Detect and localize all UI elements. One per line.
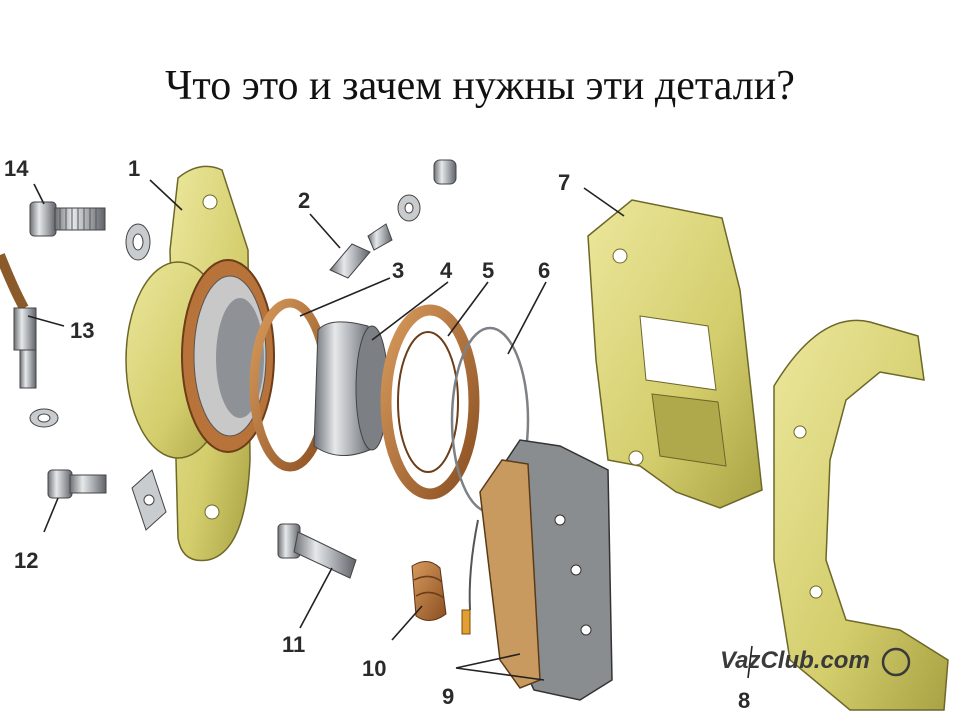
bolt-12 xyxy=(47,469,107,499)
label-10: 10 xyxy=(362,656,386,681)
label-9: 9 xyxy=(442,684,454,709)
brake-caliper-exploded-diagram: 14 1 2 3 4 5 6 7 13 12 11 10 9 8 VazClub… xyxy=(0,156,949,713)
brake-pads-9 xyxy=(461,439,613,701)
guide-pin-11 xyxy=(277,523,357,579)
slide-title: Что это и зачем нужны эти детали? xyxy=(165,63,795,109)
label-14: 14 xyxy=(4,156,29,181)
washer-14 xyxy=(125,223,151,261)
label-13: 13 xyxy=(70,318,94,343)
label-1: 1 xyxy=(128,156,140,181)
lock-plate xyxy=(131,469,167,531)
label-12: 12 xyxy=(14,548,38,573)
label-11: 11 xyxy=(282,632,305,657)
piston-4 xyxy=(313,321,389,457)
watermark-logo-icon xyxy=(881,647,911,677)
part-labels: 14 1 2 3 4 5 6 7 13 12 11 10 9 8 xyxy=(4,156,750,713)
label-8: 8 xyxy=(738,688,750,713)
guide-pin-boot-10 xyxy=(411,561,447,621)
dust-boot-5 xyxy=(380,304,480,500)
brake-hose-13 xyxy=(0,253,59,428)
bleeder-cap xyxy=(397,159,457,222)
label-5: 5 xyxy=(482,258,494,283)
label-2: 2 xyxy=(298,188,310,213)
caliper-bracket-7 xyxy=(587,199,763,509)
label-7: 7 xyxy=(558,170,570,195)
label-3: 3 xyxy=(392,258,404,283)
label-4: 4 xyxy=(440,258,453,283)
knuckle-arm-8 xyxy=(773,319,949,711)
label-6: 6 xyxy=(538,258,550,283)
bolt-14 xyxy=(29,201,106,237)
leader-lines xyxy=(27,179,753,681)
watermark-text: VazClub.com xyxy=(720,647,870,674)
bleeder-valve-2 xyxy=(329,223,393,279)
vazclub-watermark: VazClub.com xyxy=(720,647,911,677)
